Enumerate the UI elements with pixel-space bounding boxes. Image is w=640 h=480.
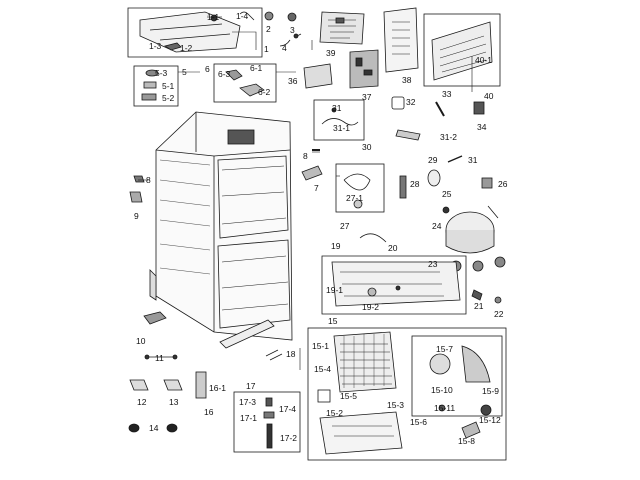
leader-lines — [138, 16, 473, 370]
group-box-16-17 — [195, 371, 301, 453]
pcb-39 — [319, 11, 365, 45]
label-part-26: 26 — [498, 179, 508, 189]
label-part-4: 4 — [282, 43, 287, 53]
label-part-1-3: 1-3 — [149, 41, 162, 51]
label-part-32: 31-2 — [440, 132, 458, 142]
label-part-7: 7 — [314, 183, 319, 193]
label-part-15-1: 15-1 — [312, 341, 330, 351]
label-part-1-4: 1-4 — [236, 11, 249, 21]
label-part-17: 17 — [246, 381, 256, 391]
left-small-parts — [128, 175, 183, 433]
label-part-13: 13 — [169, 397, 179, 407]
label-part-17-3: 17-3 — [239, 397, 257, 407]
label-part-17-2: 17-2 — [280, 433, 298, 443]
label-part-19-2: 19-2 — [362, 302, 380, 312]
label-part-15-5: 15-5 — [340, 391, 358, 401]
label-part-15-11: 15-11 — [434, 403, 456, 413]
label-part-31: 30 — [362, 142, 372, 152]
label-part-6: 6 — [205, 64, 210, 74]
label-part-34: 33 — [442, 89, 452, 99]
label-part-1: 1 — [264, 44, 269, 54]
group-box-6 — [213, 63, 277, 103]
label-part-21: 21 — [474, 301, 484, 311]
label-part-15-2: 15-2 — [326, 408, 344, 418]
label-part-11: 11 — [155, 353, 164, 363]
label-part-19: 19 — [331, 241, 341, 251]
label-part-27-1: 27-1 — [346, 193, 364, 203]
label-part-15-6: 15-6 — [410, 417, 428, 427]
label-part-15-8: 15-8 — [458, 436, 476, 446]
group-box-15 — [307, 327, 507, 461]
fridge-cabinet — [149, 111, 293, 341]
label-part-39: 39 — [326, 48, 336, 58]
label-part-3: 3 — [290, 25, 295, 35]
label-part-18: 18 — [286, 349, 296, 359]
label-part-15: 15 — [328, 316, 338, 326]
label-part-1-1: 1-1 — [207, 12, 220, 22]
label-part-15-4: 15-4 — [314, 364, 332, 374]
label-part-6-3: 6-3 — [218, 69, 231, 79]
label-part-19-1: 19-1 — [326, 285, 344, 295]
label-part-24: 24 — [432, 221, 442, 231]
label-part-5-2: 5-2 — [162, 93, 175, 103]
label-part-15-7: 15-7 — [436, 344, 454, 354]
label-part-12: 12 — [137, 397, 147, 407]
parts-20-22 — [359, 233, 502, 304]
label-part-36: 36 — [288, 76, 298, 86]
group-box-40 — [423, 13, 501, 87]
label-part-15-10: 15-10 — [431, 385, 453, 395]
label-part-14: 14 — [149, 423, 159, 433]
label-part-15-3: 15-3 — [387, 400, 405, 410]
label-part-29: 29 — [428, 155, 438, 165]
label-part-6-1: 6-1 — [250, 63, 263, 73]
group-box-1 — [127, 7, 263, 58]
label-part-31-2: 31-1 — [333, 123, 351, 133]
middle-small-parts — [219, 149, 407, 361]
label-part-10: 10 — [136, 336, 146, 346]
label-part-23: 23 — [428, 259, 438, 269]
label-part-25: 25 — [442, 189, 452, 199]
label-part-28: 28 — [410, 179, 420, 189]
group-box-19 — [321, 255, 467, 315]
group-box-27 — [335, 163, 385, 213]
label-part-38: 38 — [402, 75, 412, 85]
label-part-35: 34 — [477, 122, 487, 132]
label-part-5: 5 — [182, 67, 187, 77]
label-part-1-2: 1-2 — [180, 43, 193, 53]
small-parts-top — [264, 11, 302, 47]
group-box-5 — [133, 65, 179, 107]
label-part-16-1: 16-1 — [209, 383, 227, 393]
label-part-6-2: 6-2 — [258, 87, 271, 97]
group-box-31 — [313, 96, 485, 141]
label-part-5-3: 5-3 — [155, 68, 168, 78]
label-part-15-9: 15-9 — [482, 386, 500, 396]
label-part-15-12: 15-12 — [479, 415, 501, 425]
label-part-17-4: 17-4 — [279, 404, 297, 414]
label-part-30: 31 — [468, 155, 478, 165]
label-part-31-1: 31 — [332, 103, 342, 113]
compressor-assembly — [427, 155, 506, 272]
label-part-16: 16 — [204, 407, 214, 417]
label-part-5-1: 5-1 — [162, 81, 175, 91]
pcb-36-37 — [303, 49, 379, 89]
label-part-2: 2 — [266, 24, 271, 34]
label-part-40-1: 40-1 — [475, 55, 493, 65]
label-part-20: 20 — [388, 243, 398, 253]
panel-38 — [383, 7, 419, 73]
label-part-8-left: 8 — [146, 175, 151, 185]
label-part-40: 40 — [484, 91, 494, 101]
label-part-17-1: 17-1 — [240, 413, 258, 423]
label-part-33: 32 — [406, 97, 416, 107]
label-part-9: 9 — [134, 211, 139, 221]
label-part-27: 27 — [340, 221, 350, 231]
label-part-22: 22 — [494, 309, 504, 319]
label-part-37: 37 — [362, 92, 372, 102]
label-part-8-right: 8 — [303, 151, 308, 161]
